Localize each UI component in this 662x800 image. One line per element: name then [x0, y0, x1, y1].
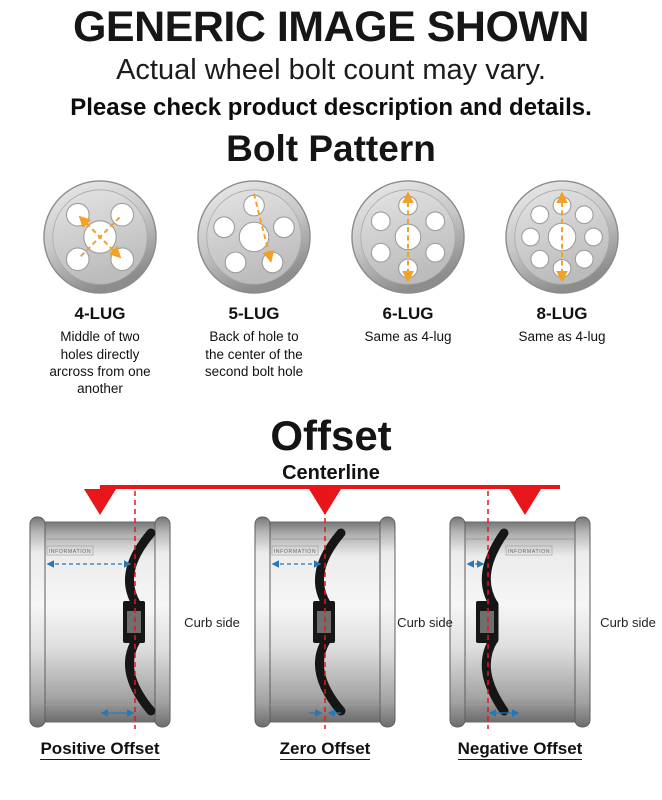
wheel-stamp-text: INFORMATION: [49, 549, 92, 555]
note-text: Please check product description and det…: [70, 94, 592, 122]
wheel-6-lug-icon: [351, 180, 465, 295]
lug-label: 8-LUG: [536, 304, 588, 324]
hub-bore: [127, 610, 141, 633]
centerline-label: Centerline: [282, 461, 380, 484]
wheel-4-lug-icon: [43, 180, 157, 295]
lug-hole: [273, 216, 295, 239]
lug-hole: [110, 247, 135, 272]
wheel-stamp-text: INFORMATION: [508, 549, 551, 555]
lug-description: Same as 4-lug: [518, 329, 606, 345]
lug-hole: [65, 203, 90, 228]
lug-hole: [425, 211, 446, 232]
bolt-item-5lug: 5-LUG Back of hole to the center of the …: [180, 178, 328, 397]
lug-hole: [530, 250, 550, 270]
centerline-marker: [509, 488, 541, 515]
lug-hole: [224, 252, 247, 274]
lug-hole: [530, 205, 550, 225]
lug-hole: [110, 203, 135, 228]
offset-graphic: INFORMATION INFORMATION: [29, 484, 591, 729]
centerline-bar: [100, 484, 560, 489]
lug-hole: [521, 228, 540, 247]
negative-offset-label: Negative Offset: [450, 738, 590, 760]
lug-hole: [584, 228, 603, 247]
lug-label: 4-LUG: [74, 304, 126, 324]
lug-hole: [213, 216, 235, 239]
lug-hole: [574, 250, 594, 270]
offset-labels-row: Positive Offset Zero Offset Negative Off…: [0, 738, 662, 769]
lug-hole: [425, 243, 446, 264]
lug-hole: [65, 247, 90, 272]
hub-bore: [317, 610, 331, 633]
lug-hole: [243, 195, 265, 217]
offset-label-text: Positive Offset: [40, 738, 160, 760]
subtitle-text: Actual wheel bolt count may vary.: [116, 54, 546, 87]
centerline-marker: [84, 488, 116, 515]
lug-description: Middle of two holes directly arcross fro…: [49, 329, 151, 397]
lug-description: Back of hole to the center of the second…: [204, 329, 304, 379]
lug-description: Same as 4-lug: [364, 329, 452, 345]
offset-label-text: Negative Offset: [457, 738, 583, 760]
zero-offset-label: Zero Offset: [255, 738, 395, 760]
stamp-box: [46, 545, 94, 555]
positive-offset-label: Positive Offset: [30, 738, 170, 760]
curb-side-label: Curb side: [600, 614, 656, 630]
bolt-item-4lug: 4-LUG Middle of two holes directly arcro…: [26, 178, 174, 397]
bolt-item-6lug: 6-LUG Same as 4-lug: [334, 178, 482, 397]
stamp-box: [271, 545, 319, 555]
wheel-8-lug-icon: [505, 180, 619, 295]
lug-hole: [370, 211, 391, 232]
page-title: GENERIC IMAGE SHOWN: [72, 3, 590, 51]
measurement-line: [253, 193, 275, 264]
offset-label-text: Zero Offset: [279, 738, 371, 760]
lug-hole: [574, 205, 594, 225]
wheel-stamp-text: INFORMATION: [274, 549, 317, 555]
measurement-line: [79, 217, 121, 258]
offset-heading: Offset: [270, 411, 392, 459]
lug-hole: [261, 252, 284, 274]
positive-offset-wheel: INFORMATION: [29, 490, 171, 729]
wheel-5-lug-icon: [197, 180, 311, 295]
curb-side-label: Curb side: [184, 614, 240, 630]
lug-label: 5-LUG: [228, 304, 280, 324]
lug-label: 6-LUG: [382, 304, 434, 324]
curb-side-label: Curb side: [397, 614, 453, 630]
hub-bore: [480, 610, 494, 633]
zero-offset-wheel: INFORMATION: [254, 490, 396, 729]
lug-hole: [370, 243, 391, 264]
negative-offset-wheel: INFORMATION: [449, 490, 591, 729]
stamp-box: [505, 545, 553, 555]
bolt-item-8lug: 8-LUG Same as 4-lug: [488, 178, 636, 397]
center-bore: [238, 222, 270, 253]
bolt-pattern-row: 4-LUG Middle of two holes directly arcro…: [0, 178, 662, 397]
bolt-pattern-heading: Bolt Pattern: [226, 128, 436, 170]
offset-diagram: INFORMATION INFORMATION: [0, 483, 662, 735]
